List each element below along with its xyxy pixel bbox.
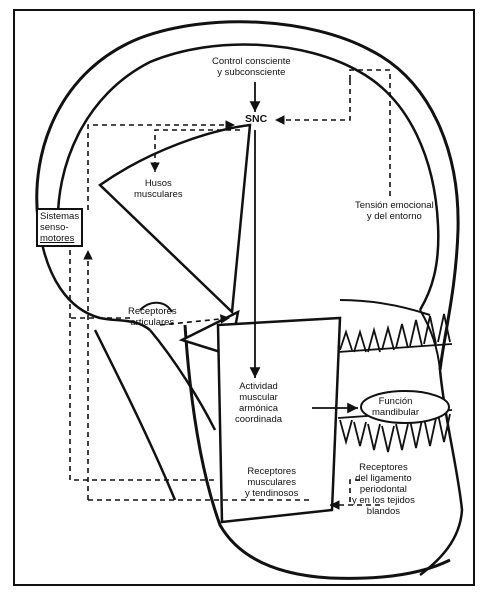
label-funcion: Función mandibular: [372, 396, 419, 418]
label-snc: SNC: [245, 114, 267, 125]
path-left-loop: [70, 250, 218, 480]
temporalis-muscle: [100, 125, 250, 312]
label-receptores-ligamento: Receptores del ligamento periodontal y e…: [352, 462, 415, 517]
label-receptores-musculares: Receptores musculares y tendinosos: [245, 466, 298, 499]
label-husos: Husos musculares: [134, 178, 183, 200]
label-sistemas: Sistemas senso- motores: [36, 208, 83, 247]
neck-outline: [95, 330, 215, 500]
label-actividad: Actividad muscular armónica coordinada: [235, 381, 282, 425]
label-receptores-articulares: Receptores articulares: [128, 306, 177, 328]
label-tension: Tensión emocional y del entorno: [355, 200, 434, 222]
label-control: Control consciente y subconsciente: [212, 56, 291, 78]
path-tension-to-snc: [275, 70, 390, 200]
